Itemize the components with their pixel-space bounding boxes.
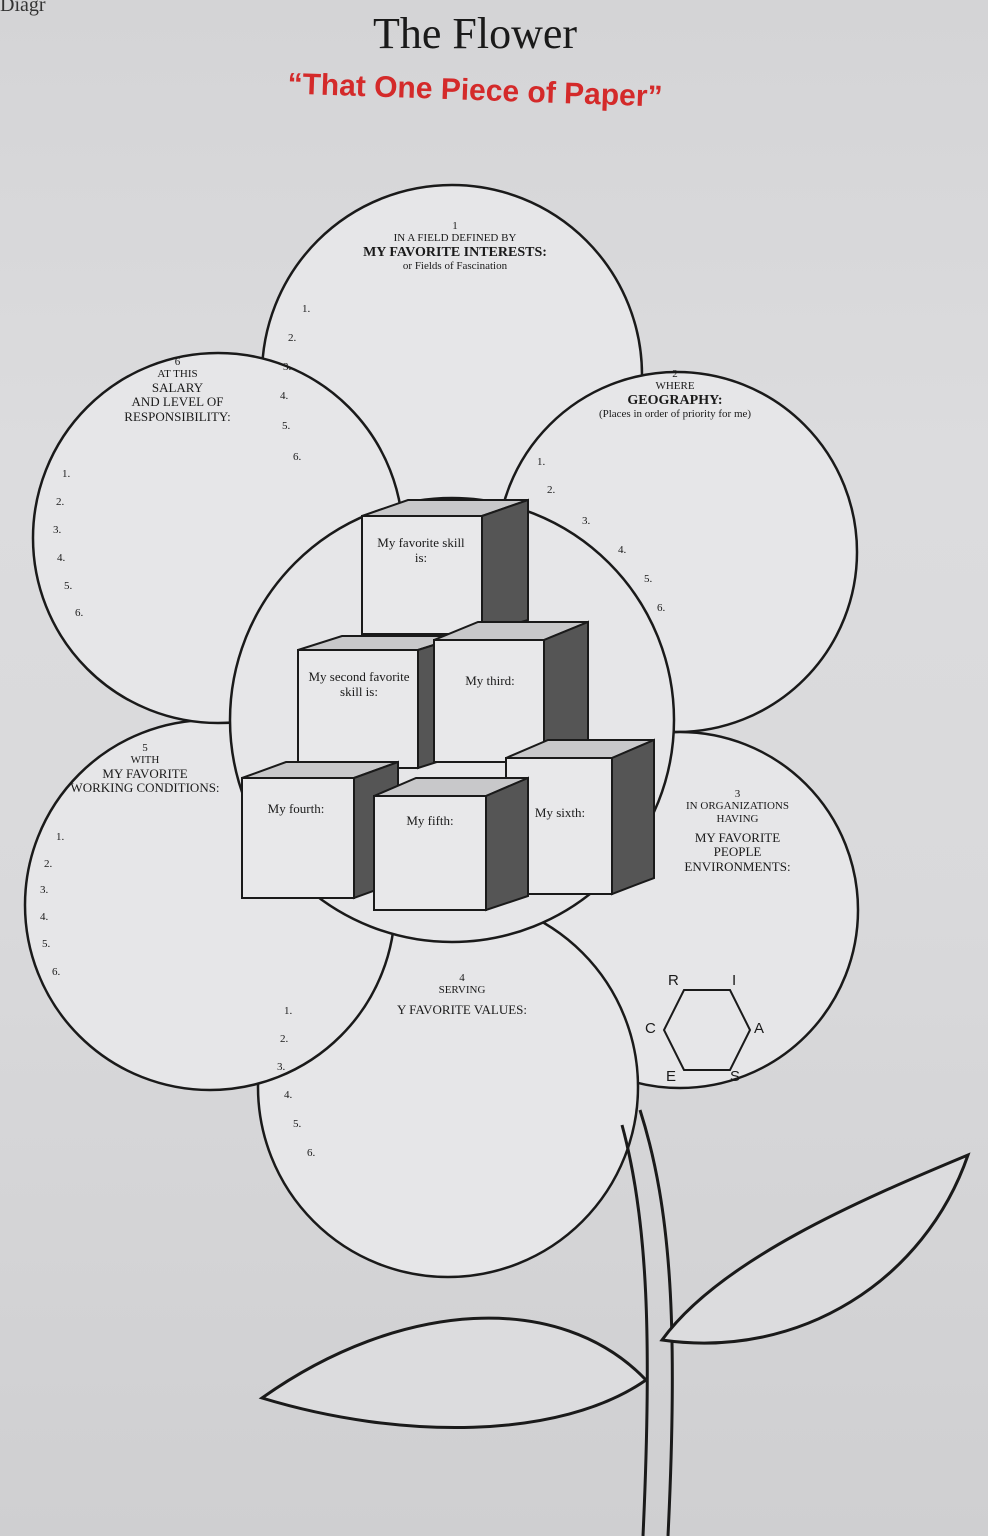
salary-item-3: 3. [53, 524, 62, 536]
conditions-item-4: 4. [40, 911, 49, 923]
petal-people-heading2: PEOPLE [713, 844, 762, 860]
petal-salary-heading2: AND LEVEL OF [131, 394, 224, 410]
conditions-item-6: 6. [52, 966, 61, 978]
interests-item-4: 4. [280, 390, 289, 402]
salary-item-4: 4. [57, 552, 66, 564]
petal-interests-header: 1 IN A FIELD DEFINED BY MY FAVORITE INTE… [355, 220, 555, 273]
petal-salary-number: 6 [174, 356, 181, 368]
values-item-4: 4. [284, 1089, 293, 1101]
petal-conditions-line1: WITH [130, 754, 160, 767]
skill-fourth-label: My fourth: [267, 801, 325, 816]
values-item-6: 6. [307, 1147, 316, 1159]
values-item-2: 2. [280, 1033, 289, 1045]
interests-item-1: 1. [302, 303, 311, 315]
petal-values-heading: Y FAVORITE VALUES: [396, 1001, 528, 1017]
hexagon-letter-a: A [754, 1020, 765, 1037]
salary-item-1: 1. [62, 468, 71, 480]
petal-geography-note: (Places in order of priority for me) [598, 408, 752, 421]
geography-item-4: 4. [618, 544, 627, 556]
petal-people-line2: HAVING [716, 812, 759, 825]
petal-people-header: 3 IN ORGANIZATIONS HAVING MY FAVORITE PE… [660, 788, 815, 875]
petal-salary-heading3: RESPONSIBILITY: [124, 408, 231, 424]
conditions-item-2: 2. [44, 858, 53, 870]
petal-conditions-header: 5 WITH MY FAVORITE WORKING CONDITIONS: [55, 742, 235, 796]
hexagon-letter-i: I [732, 972, 737, 989]
interests-item-6: 6. [293, 451, 302, 463]
petal-interests-line1: IN A FIELD DEFINED BY [393, 232, 517, 245]
petal-geography-header: 2 WHERE GEOGRAPHY: (Places in order of p… [580, 368, 770, 421]
salary-item-2: 2. [56, 496, 65, 508]
interests-item-5: 5. [282, 420, 291, 432]
skill-cubes [241, 498, 655, 912]
petal-values-number: 4 [459, 972, 465, 984]
stem-left [620, 1124, 649, 1536]
riasec-hexagon [662, 989, 752, 1071]
petal-salary-header: 6 AT THIS SALARY AND LEVEL OF RESPONSIBI… [100, 356, 255, 424]
petal-interests-number: 1 [452, 220, 458, 232]
values-item-1: 1. [284, 1005, 293, 1017]
values-item-3: 3. [277, 1061, 286, 1073]
petal-interests-note: or Fields of Fascination [402, 260, 508, 273]
geography-item-1: 1. [537, 456, 546, 468]
right-leaf [659, 1152, 971, 1345]
geography-item-2: 2. [547, 484, 556, 496]
left-leaf [258, 1316, 649, 1429]
geography-item-6: 6. [657, 602, 666, 614]
petal-interests-heading: MY FAVORITE INTERESTS: [363, 244, 547, 260]
geography-item-3: 3. [582, 515, 591, 527]
petal-geography-heading: GEOGRAPHY: [627, 392, 723, 408]
skill-sixth-label: My sixth: [534, 805, 586, 820]
skill-first-label: My favorite skill is: [377, 535, 465, 565]
conditions-item-5: 5. [42, 938, 51, 950]
hexagon-letter-r: R [668, 972, 679, 989]
petal-geography-number: 2 [672, 368, 678, 380]
petal-values-line1: SERVING [438, 984, 486, 997]
petal-salary-line1: AT THIS [157, 368, 198, 381]
corner-fragment-text: Diagr [0, 0, 46, 16]
page-title: The Flower [372, 9, 578, 58]
conditions-item-3: 3. [40, 884, 49, 896]
skill-second-label: My second favorite skill is: [308, 669, 410, 699]
petal-people-number: 3 [734, 788, 741, 800]
petal-salary-heading1: SALARY [151, 379, 204, 395]
petal-people-line1: IN ORGANIZATIONS [686, 800, 789, 813]
values-item-5: 5. [293, 1118, 302, 1130]
hexagon-letter-c: C [645, 1020, 656, 1037]
skill-third-label: My third: [465, 673, 515, 688]
interests-item-2: 2. [288, 332, 297, 344]
petal-conditions-number: 5 [142, 742, 148, 754]
petal-conditions-heading2: WORKING CONDITIONS: [70, 780, 220, 796]
hexagon-letter-e: E [666, 1068, 677, 1085]
petal-conditions-heading1: MY FAVORITE [102, 765, 188, 781]
geography-item-5: 5. [644, 573, 653, 585]
hexagon-letter-s: S [730, 1068, 741, 1085]
skill-fifth-label: My fifth: [406, 813, 454, 828]
petal-values-header: 4 SERVING Y FAVORITE VALUES: [362, 972, 562, 1017]
petal-geography-line1: WHERE [655, 380, 695, 393]
petal-people-heading3: ENVIRONMENTS: [684, 859, 791, 875]
interests-item-3: 3. [283, 361, 292, 373]
stem-right [638, 1109, 674, 1536]
petal-people-heading1: MY FAVORITE [694, 829, 781, 845]
salary-item-5: 5. [64, 580, 73, 592]
conditions-item-1: 1. [56, 831, 65, 843]
salary-item-6: 6. [75, 607, 84, 619]
